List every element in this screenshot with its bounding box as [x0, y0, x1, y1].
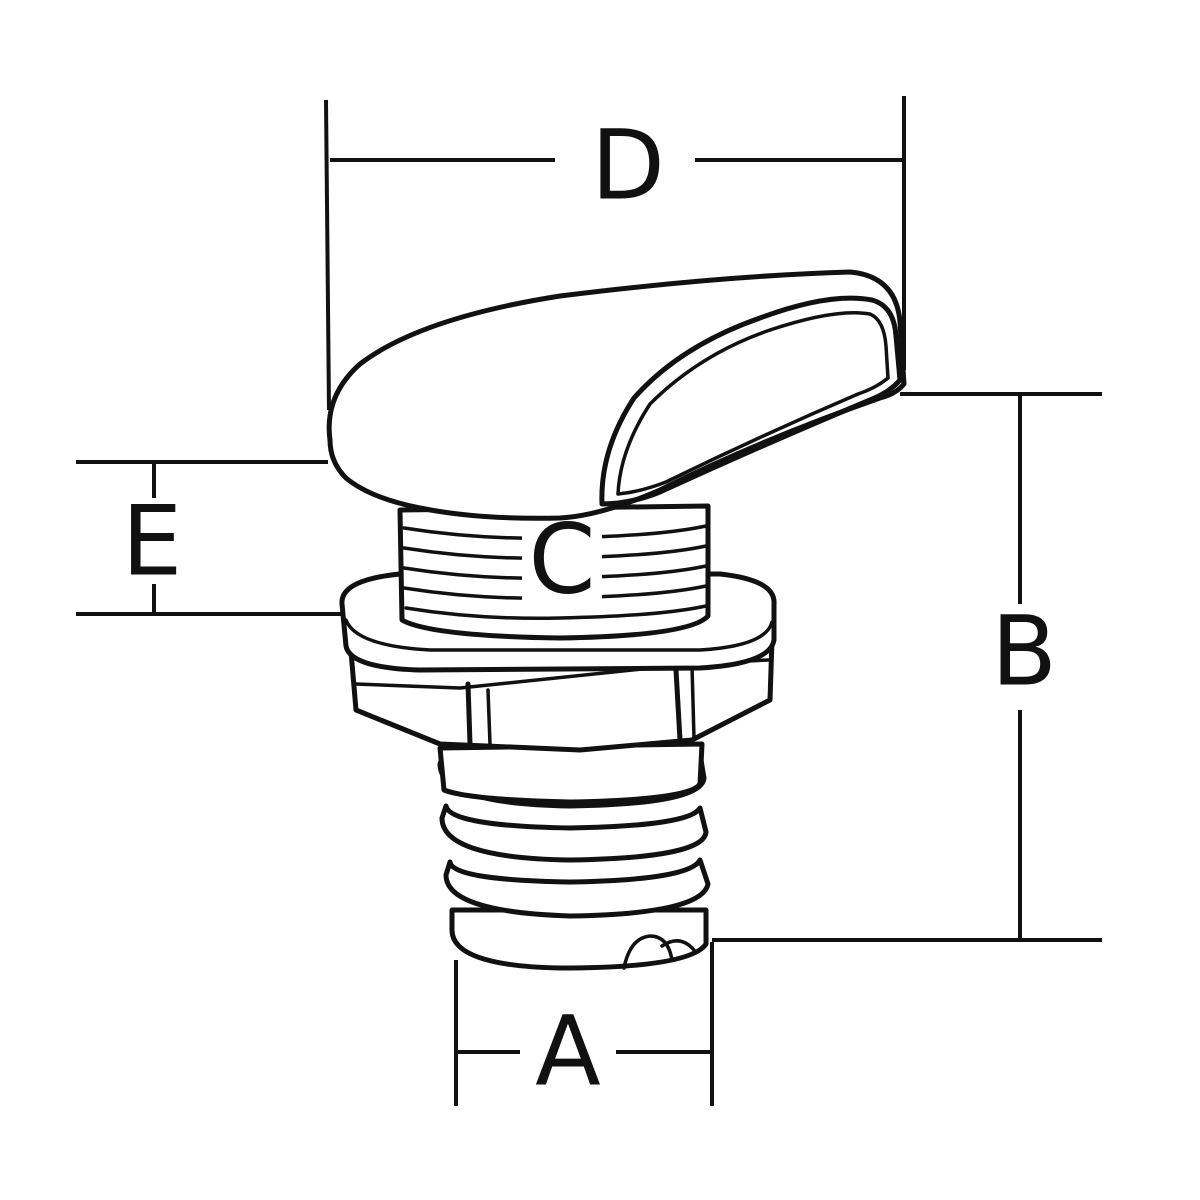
barb-notch: [622, 934, 674, 970]
label-d: D: [591, 109, 665, 221]
label-e: E: [122, 485, 183, 597]
barb-notch-2: [660, 939, 696, 952]
hex-edge-3: [673, 667, 683, 743]
hose-barb: [437, 741, 711, 971]
threaded-neck: C: [397, 503, 711, 641]
hex-edge-4: [690, 664, 696, 740]
hex-edge-2: [486, 688, 492, 746]
cowl-opening-outer: [599, 295, 903, 507]
cowl-opening-inner: [616, 310, 890, 496]
dimension-e: E: [76, 460, 345, 616]
barb-tip: [449, 907, 709, 971]
dimension-b: B: [712, 392, 1102, 942]
cowl-cap: [326, 269, 907, 521]
dimension-d: D: [324, 96, 906, 411]
label-c: C: [528, 503, 595, 615]
hex-edge-1: [465, 681, 473, 747]
cowl-cap-body: [326, 269, 907, 521]
label-b: B: [991, 595, 1057, 707]
thread-5: [404, 604, 708, 621]
flange-edge-line: [344, 618, 774, 652]
dimension-d-left-extension: [324, 99, 331, 411]
barb-rib-4: [443, 857, 711, 919]
dimension-a: A: [454, 942, 714, 1107]
barb-rib-1: [437, 741, 705, 805]
label-c-backdrop: [522, 520, 602, 610]
barb-rib-3: [439, 803, 709, 863]
label-a: A: [535, 995, 601, 1107]
